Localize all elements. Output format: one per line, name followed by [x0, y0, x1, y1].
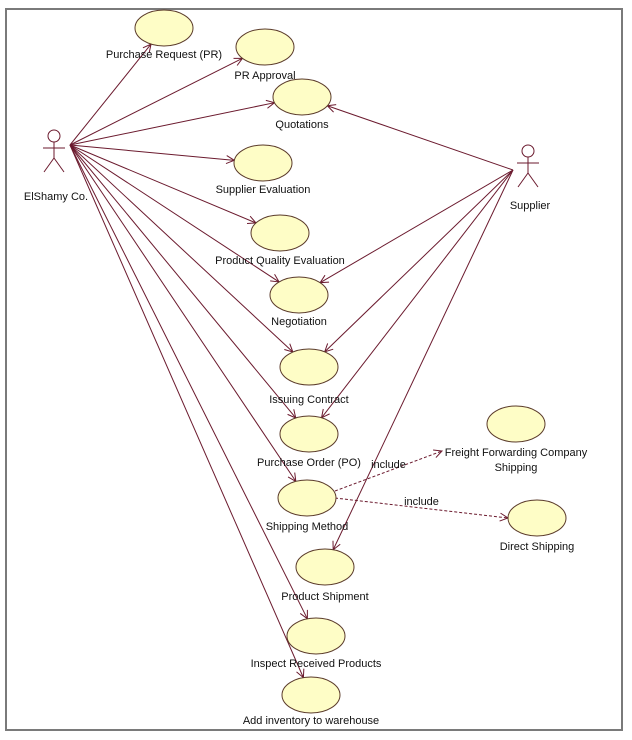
- actor-label: ElShamy Co.: [24, 191, 88, 203]
- association-elshamy-irp[interactable]: [69, 144, 307, 619]
- use-case-ellipse[interactable]: [486, 405, 546, 443]
- use-case-ellipse[interactable]: [295, 548, 355, 586]
- association-elshamy-pr[interactable]: [69, 44, 151, 146]
- association-elshamy-neg[interactable]: [69, 144, 279, 282]
- association-supplier-po[interactable]: [322, 169, 514, 418]
- use-case-label: Product Shipment: [281, 591, 368, 603]
- use-case-ai[interactable]: Add inventory to warehouse: [243, 676, 379, 727]
- use-case-ic[interactable]: Issuing Contract: [269, 348, 349, 406]
- use-case-irp[interactable]: Inspect Received Products: [251, 617, 382, 670]
- include-label: include: [371, 459, 406, 471]
- use-case-pr[interactable]: Purchase Request (PR): [106, 9, 222, 61]
- use-case-seval[interactable]: Supplier Evaluation: [216, 144, 311, 196]
- use-case-label: Purchase Order (PO): [257, 457, 361, 469]
- use-case-ps[interactable]: Product Shipment: [281, 548, 369, 603]
- use-case-ellipse[interactable]: [233, 144, 293, 182]
- use-case-label-line2: Shipping: [495, 462, 538, 474]
- use-case-ellipse[interactable]: [279, 348, 339, 386]
- use-case-label: PR Approval: [234, 70, 295, 82]
- use-case-po[interactable]: Purchase Order (PO): [257, 415, 361, 469]
- association-elshamy-po[interactable]: [69, 144, 296, 418]
- use-case-ellipse[interactable]: [269, 276, 329, 314]
- use-case-label: Issuing Contract: [269, 394, 348, 406]
- use-case-label: Add inventory to warehouse: [243, 715, 379, 727]
- association-supplier-neg[interactable]: [320, 169, 514, 283]
- use-case-label: Supplier Evaluation: [216, 184, 311, 196]
- association-supplier-ic[interactable]: [325, 169, 514, 352]
- include-label: include: [404, 496, 439, 508]
- use-case-label: Inspect Received Products: [251, 658, 382, 670]
- include-sm-ds[interactable]: [334, 497, 508, 518]
- use-case-label: Purchase Request (PR): [106, 49, 222, 61]
- association-elshamy-ai[interactable]: [69, 144, 303, 678]
- diagram-frame: [5, 8, 623, 731]
- use-case-ellipse[interactable]: [250, 214, 310, 252]
- actor-leg: [43, 157, 55, 173]
- actor-leg: [517, 172, 529, 188]
- association-elshamy-ic[interactable]: [69, 144, 293, 352]
- association-elshamy-quot[interactable]: [69, 103, 274, 146]
- association-supplier-ps[interactable]: [333, 169, 514, 550]
- association-elshamy-seval[interactable]: [69, 144, 234, 160]
- include-sm-ffc[interactable]: [334, 451, 442, 492]
- use-case-ellipse[interactable]: [134, 9, 194, 47]
- use-case-ellipse[interactable]: [279, 415, 339, 453]
- use-case-label: Freight Forwarding Company: [445, 447, 588, 459]
- use-case-label: Shipping Method: [266, 521, 349, 533]
- association-elshamy-sm[interactable]: [69, 144, 296, 481]
- use-case-pqe[interactable]: Product Quality Evaluation: [215, 214, 345, 267]
- use-case-ellipse[interactable]: [507, 499, 567, 537]
- use-case-sm[interactable]: Shipping Method: [266, 479, 349, 533]
- use-case-pra[interactable]: PR Approval: [234, 28, 296, 82]
- use-case-ellipse[interactable]: [277, 479, 337, 517]
- actor-label: Supplier: [510, 200, 551, 212]
- association-elshamy-pra[interactable]: [69, 58, 242, 146]
- association-elshamy-pqe[interactable]: [69, 144, 256, 223]
- use-case-label: Negotiation: [271, 316, 327, 328]
- use-case-label: Quotations: [275, 119, 329, 131]
- actor-supplier[interactable]: [517, 144, 539, 188]
- actor-leg: [53, 157, 65, 173]
- use-case-neg[interactable]: Negotiation: [269, 276, 329, 328]
- use-case-ellipse[interactable]: [286, 617, 346, 655]
- use-case-ellipse[interactable]: [235, 28, 295, 66]
- use-case-quot[interactable]: Quotations: [272, 78, 332, 131]
- association-supplier-quot[interactable]: [327, 106, 514, 171]
- actor-elshamy[interactable]: [43, 129, 65, 173]
- use-case-label: Direct Shipping: [500, 541, 575, 553]
- actor-leg: [527, 172, 539, 188]
- use-case-ds[interactable]: Direct Shipping: [500, 499, 575, 553]
- use-case-ellipse[interactable]: [272, 78, 332, 116]
- actor-head-icon: [521, 144, 535, 158]
- use-case-label: Product Quality Evaluation: [215, 255, 345, 267]
- use-case-ellipse[interactable]: [281, 676, 341, 714]
- actor-head-icon: [47, 129, 61, 143]
